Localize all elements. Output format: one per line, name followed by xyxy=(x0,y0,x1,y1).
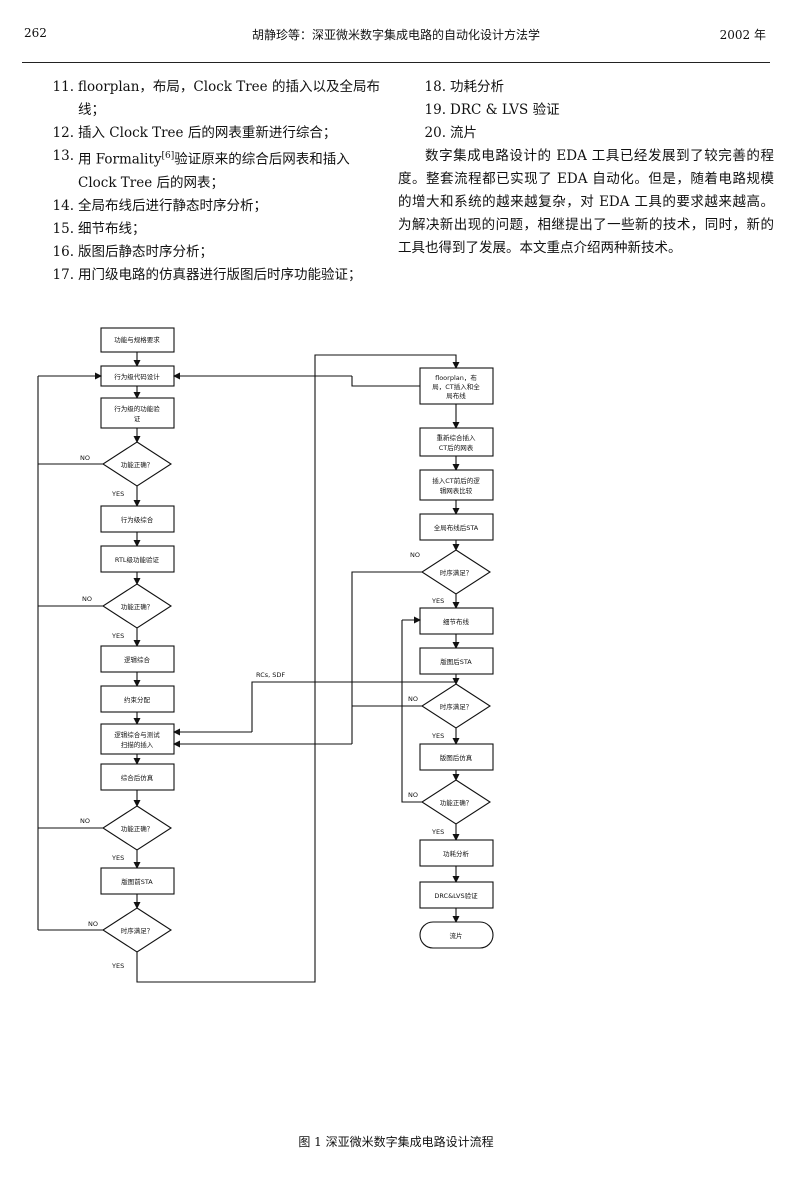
list-item: 16.版图后静态时序分析； xyxy=(52,243,213,260)
figure-caption: 图 1 深亚微米数字集成电路设计流程 xyxy=(298,1135,494,1149)
floorplan-label-1: floorplan，布 xyxy=(435,373,477,382)
power-box xyxy=(419,839,494,867)
global-sta-box xyxy=(419,513,494,541)
left-column: 11.floorplan，布局，Clock Tree 的插入以及全局布线； 12… xyxy=(34,76,386,287)
left-labels: 功能与规格要求 行为级代码设计 行为级的功能验 证 功能正确？ 行为级综合 RT… xyxy=(114,335,160,935)
floorplan-label-3: 局布线 xyxy=(446,391,466,400)
right-labels: floorplan，布 局，CT插入和全 局布线 重新综合插入 CT后的网表 插… xyxy=(432,373,480,940)
yes-label: YES xyxy=(111,962,124,970)
running-title: 胡静珍等：深亚微米数字集成电路的自动化设计方法学 xyxy=(251,28,540,42)
yes-label: YES xyxy=(111,632,124,640)
floorplan-label-2: 局，CT插入和全 xyxy=(432,382,480,391)
decision-7-label: 功能正确？ xyxy=(440,798,473,807)
post-synth-sim-box xyxy=(100,763,175,791)
decision-4-label: 时序满足？ xyxy=(121,926,154,935)
no-label: NO xyxy=(80,454,90,462)
behav-verify-label-2: 证 xyxy=(134,415,141,423)
no-label: NO xyxy=(80,817,90,825)
partition-box xyxy=(100,685,175,713)
compare-box xyxy=(419,469,494,501)
resynth-label-1: 重新综合插入 xyxy=(437,433,477,442)
post-layout-sim-label: 版图后仿真 xyxy=(440,753,473,762)
behav-verify-box xyxy=(100,397,175,429)
spec-label: 功能与规格要求 xyxy=(114,335,160,344)
left-branch-labels: NO YES NO YES NO YES NO YES RCs, SDF xyxy=(80,454,285,970)
no-label: NO xyxy=(88,920,98,928)
behav-verify-label: 行为级的功能验 xyxy=(114,404,160,413)
header-rule xyxy=(22,62,770,63)
compare-label-1: 插入CT前后的逻 xyxy=(432,476,480,485)
scan-label-1: 逻辑综合与测试 xyxy=(114,730,160,739)
pre-layout-sta-label: 版图前STA xyxy=(121,877,153,886)
body-paragraph: 数字集成电路设计的 EDA 工具已经发展到了较完善的程度。整套流程都已实现了 E… xyxy=(398,148,774,256)
scan-insert-box xyxy=(100,723,175,755)
partition-label: 约束分配 xyxy=(124,695,151,704)
yes-label: YES xyxy=(111,490,124,498)
logic-synth-label: 逻辑综合 xyxy=(124,655,151,664)
list-item: 15.细节布线； xyxy=(52,220,146,237)
post-layout-sta-label: 版图后STA xyxy=(440,657,472,666)
logic-synth-box xyxy=(100,645,175,673)
list-item: 19.DRC & LVS 验证 xyxy=(424,102,560,118)
behav-synth-box xyxy=(100,505,175,533)
compare-label-2: 辑网表比较 xyxy=(440,486,473,495)
floorplan-box xyxy=(419,367,494,405)
drc-lvs-label: DRC&LVS验证 xyxy=(434,891,478,900)
header-year: 2002 年 xyxy=(719,28,766,42)
right-branch-labels: NO YES NO YES NO YES xyxy=(408,551,444,836)
page-number: 262 xyxy=(24,26,47,40)
drc-lvs-box xyxy=(419,881,494,909)
behav-code-label: 行为级代码设计 xyxy=(114,372,160,381)
list-item: 20.流片 xyxy=(424,125,477,141)
list-item: 11.floorplan，布局，Clock Tree 的插入以及全局布线； xyxy=(52,79,380,118)
no-label: NO xyxy=(82,595,92,603)
list-item: 13.用 Formality[6]验证原来的综合后网表和插入 Clock Tre… xyxy=(52,148,350,191)
right-column: 18.功耗分析 19.DRC & LVS 验证 20.流片 数字集成电路设计的 … xyxy=(398,76,774,260)
rtl-verify-label: RTL级功能验证 xyxy=(115,555,160,564)
spec-box xyxy=(100,327,175,353)
pre-layout-sta-box xyxy=(100,867,175,895)
running-header: 262 胡静珍等：深亚微米数字集成电路的自动化设计方法学 2002 年 xyxy=(0,26,792,46)
list-item: 18.功耗分析 xyxy=(424,79,504,95)
list-item: 17.用门级电路的仿真器进行版图后时序功能验证； xyxy=(52,266,362,283)
tapeout-label: 流片 xyxy=(450,931,463,940)
no-label: NO xyxy=(408,791,418,799)
decision-6-label: 时序满足？ xyxy=(440,702,473,711)
yes-label: YES xyxy=(431,732,444,740)
no-label: NO xyxy=(410,551,420,559)
tapeout-terminal xyxy=(419,921,494,949)
decision-3-label: 功能正确？ xyxy=(121,824,154,833)
post-synth-sim-label: 综合后仿真 xyxy=(121,773,154,782)
yes-label: YES xyxy=(431,597,444,605)
behav-synth-label: 行为级综合 xyxy=(121,515,154,524)
list-item: 12.插入 Clock Tree 后的网表重新进行综合； xyxy=(52,125,337,141)
global-sta-label: 全局布线后STA xyxy=(434,523,479,532)
rc-sdf-label: RCs, SDF xyxy=(256,671,285,679)
yes-label: YES xyxy=(431,828,444,836)
list-item: 14.全局布线后进行静态时序分析； xyxy=(52,197,267,214)
resynth-box xyxy=(419,427,494,457)
detail-route-label: 细节布线 xyxy=(443,617,470,626)
resynth-label-2: CT后的网表 xyxy=(439,443,474,452)
yes-label: YES xyxy=(111,854,124,862)
citation: [6] xyxy=(161,151,175,161)
no-label: NO xyxy=(408,695,418,703)
decision-1-label: 功能正确？ xyxy=(121,460,154,469)
decision-5-label: 时序满足？ xyxy=(440,568,473,577)
power-label: 功耗分析 xyxy=(443,849,470,858)
decision-2-label: 功能正确？ xyxy=(121,602,154,611)
rtl-verify-box xyxy=(100,545,175,573)
scan-label-2: 扫描的插入 xyxy=(121,740,154,749)
